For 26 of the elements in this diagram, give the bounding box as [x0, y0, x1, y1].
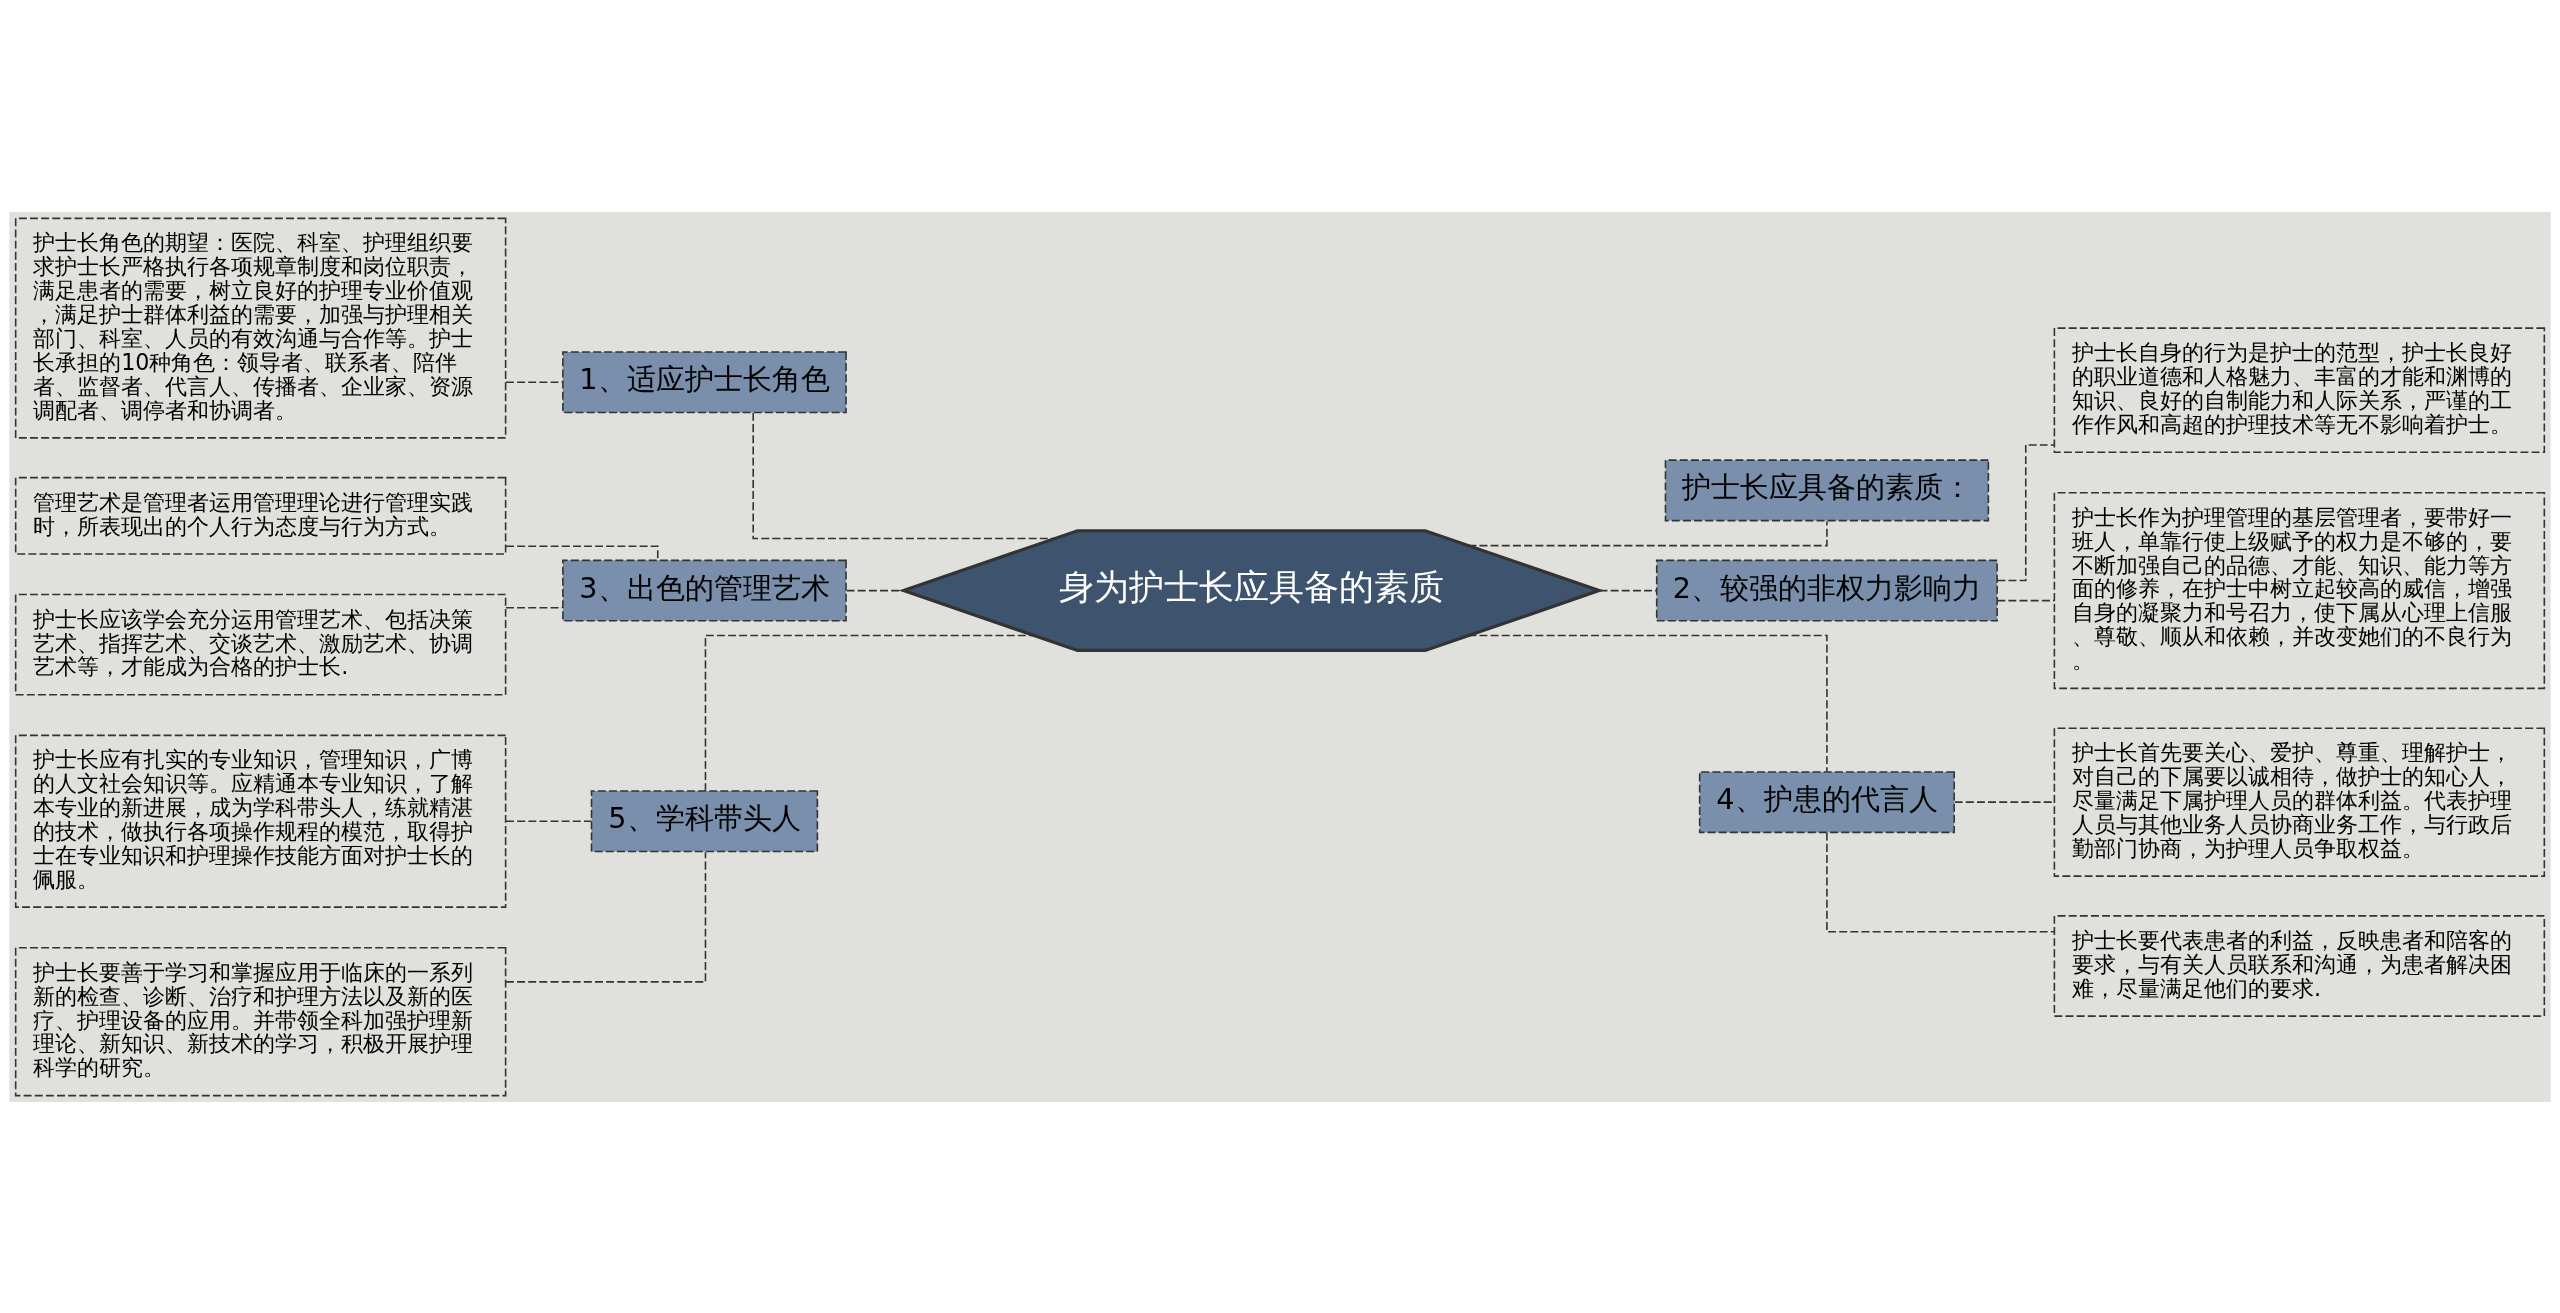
connector — [1598, 589, 1657, 591]
node-box: 护士长角色的期望：医院、科室、护理组织要求护士长严格执行各项规章制度和岗位职责，满足患者的需要，树立良好的护理专业价值观，满足护士群体利益的需要，加强与护理相关部门、科室、人员的有效沟通与合作等。护士长承担的10种角色：领导者、联系者、陪伴者、监督者、代言人、传播者、企业家、资源调配者、调停者和协调者。 — [14, 217, 507, 439]
node-box: 5、学科带头人 — [590, 789, 819, 852]
connector — [1953, 800, 2055, 803]
node-box: 护士长要善于学习和掌握应用于临床的一系列新的检查、诊断、治疗和护理方法以及新的医疗、护理设备的应用。并带领全科加强护理新理论、新知识、新技术的学习，积极开展护理科学的研究。 — [14, 946, 507, 1096]
connector — [505, 545, 659, 561]
connector — [1826, 831, 2055, 933]
node-box: 护士长自身的行为是护士的范型，护士长良好的职业道德和人格魅力、丰富的才能和渊博的知识、良好的自制能力和人际关系，严谨的工作作风和高超的护理技术等无不影响着护士。 — [2053, 326, 2546, 453]
node-box: 护士长首先要关心、爱护、尊重、理解护士，对自己的下属要以诚相待，做护士的知心人，尽量满足下属护理人员的群体利益。代表护理人员与其他业务人员协商业务工作，与行政后勤部门协商，为护理人员争取权益。 — [2053, 726, 2546, 877]
connector — [752, 411, 1056, 539]
connector — [1467, 634, 1828, 772]
node-box: 护士长要代表患者的利益，反映患者和陪客的要求，与有关人员联系和沟通，为患者解决困难，尽量满足他们的要求. — [2053, 914, 2546, 1017]
node-box: 管理艺术是管理者运用管理理论进行管理实践时，所表现出的个人行为态度与行为方式。 — [14, 476, 507, 555]
connector — [505, 850, 707, 983]
connector — [505, 819, 592, 822]
node-box: 护士长应有扎实的专业知识，管理知识，广博的人文社会知识等。应精通本专业知识，了解本专业的新进展，成为学科带头人，练就精湛的技术，做执行各项操作规程的模范，取得护士在专业知识和护理操作技能方面对护士长的佩服。 — [14, 734, 507, 908]
connector — [845, 589, 905, 591]
node-box: 护士长应具备的素质： — [1664, 458, 1990, 521]
node-box: 4、护患的代言人 — [1698, 770, 1955, 833]
connector — [704, 634, 1035, 792]
node-box: 2、较强的非权力影响力 — [1655, 559, 1998, 622]
node-box: 护士长应该学会充分运用管理艺术、包括决策艺术、指挥艺术、交谈艺术、激励艺术、协调艺术等，才能成为合格的护士长. — [14, 593, 507, 696]
node-box: 1、适应护士长角色 — [562, 350, 847, 413]
node-box: 3、出色的管理艺术 — [562, 559, 847, 622]
node-box: 护士长作为护理管理的基层管理者，要带好一班人，单靠行使上级赋予的权力是不够的，要不断加强自己的品德、才能、知识、能力等方面的修养，在护士中树立起较高的威信，增强自身的凝聚力和号召力，使下属从心理上信服、尊敬、顺从和依赖，并改变她们的不良行为。 — [2053, 491, 2546, 689]
connector — [1996, 599, 2056, 601]
